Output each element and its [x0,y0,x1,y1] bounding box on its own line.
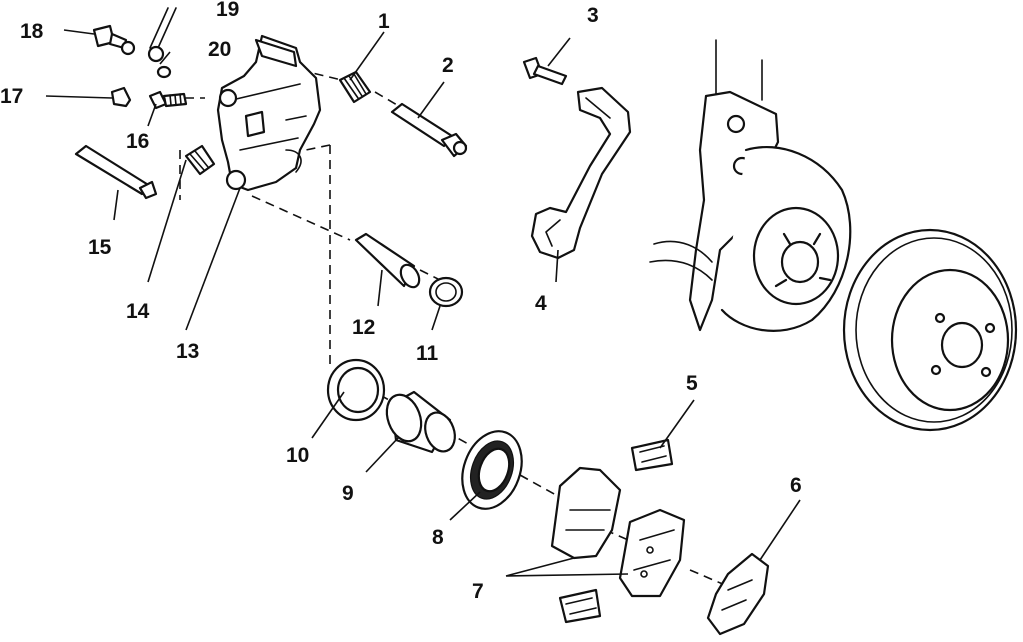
washer [156,65,172,79]
banjo-bolt [92,24,136,56]
brake-hose [147,7,177,63]
guide-pin-upper [390,102,468,158]
axis-piston [305,144,331,370]
callout-4: 4 [535,292,547,315]
callout-13: 13 [176,340,199,363]
axis-caliper-pin-lower [251,195,441,281]
callout-9: 9 [342,482,354,505]
callout-6: 6 [790,474,802,497]
guide-pin-lower [74,144,158,200]
bleeder-cap [110,86,132,108]
brake-pad-inner [550,466,622,560]
guide-pin-boot-upper [338,70,372,104]
anti-squeal-shim [706,552,770,636]
callout-11: 11 [416,342,439,365]
sleeve-dust-boot [428,276,464,308]
callout-14: 14 [126,300,150,323]
callout-labels: 1 2 3 4 5 6 7 8 9 10 11 12 13 14 15 16 1… [0,0,802,603]
brake-disc [842,228,1018,432]
callout-10: 10 [286,444,309,467]
piston-seal [326,358,386,422]
piston [385,390,456,454]
caliper-housing [216,34,322,192]
callout-12: 12 [352,316,375,339]
brake-pad-outer [618,508,686,598]
callout-17: 17 [0,85,23,108]
callout-2: 2 [442,54,454,77]
caliper-bracket [530,86,632,260]
anti-rattle-clip-lower [558,588,602,624]
callout-15: 15 [88,236,112,259]
piston-boot [461,430,523,510]
anti-rattle-clip-upper [630,438,674,472]
callout-5: 5 [686,372,698,395]
steering-knuckle [649,39,852,332]
callout-19: 19 [216,0,239,21]
bleeder-screw [148,90,188,110]
callout-7: 7 [472,580,484,603]
callout-3: 3 [587,4,599,27]
callout-20: 20 [208,38,231,61]
callout-1: 1 [378,10,390,33]
bracket-bolt [522,56,568,86]
callout-18: 18 [20,20,44,43]
callout-8: 8 [432,526,444,549]
guide-sleeve [354,232,421,289]
guide-pin-boot-lower [184,144,216,176]
callout-16: 16 [126,130,149,153]
leader-lines [45,29,801,577]
